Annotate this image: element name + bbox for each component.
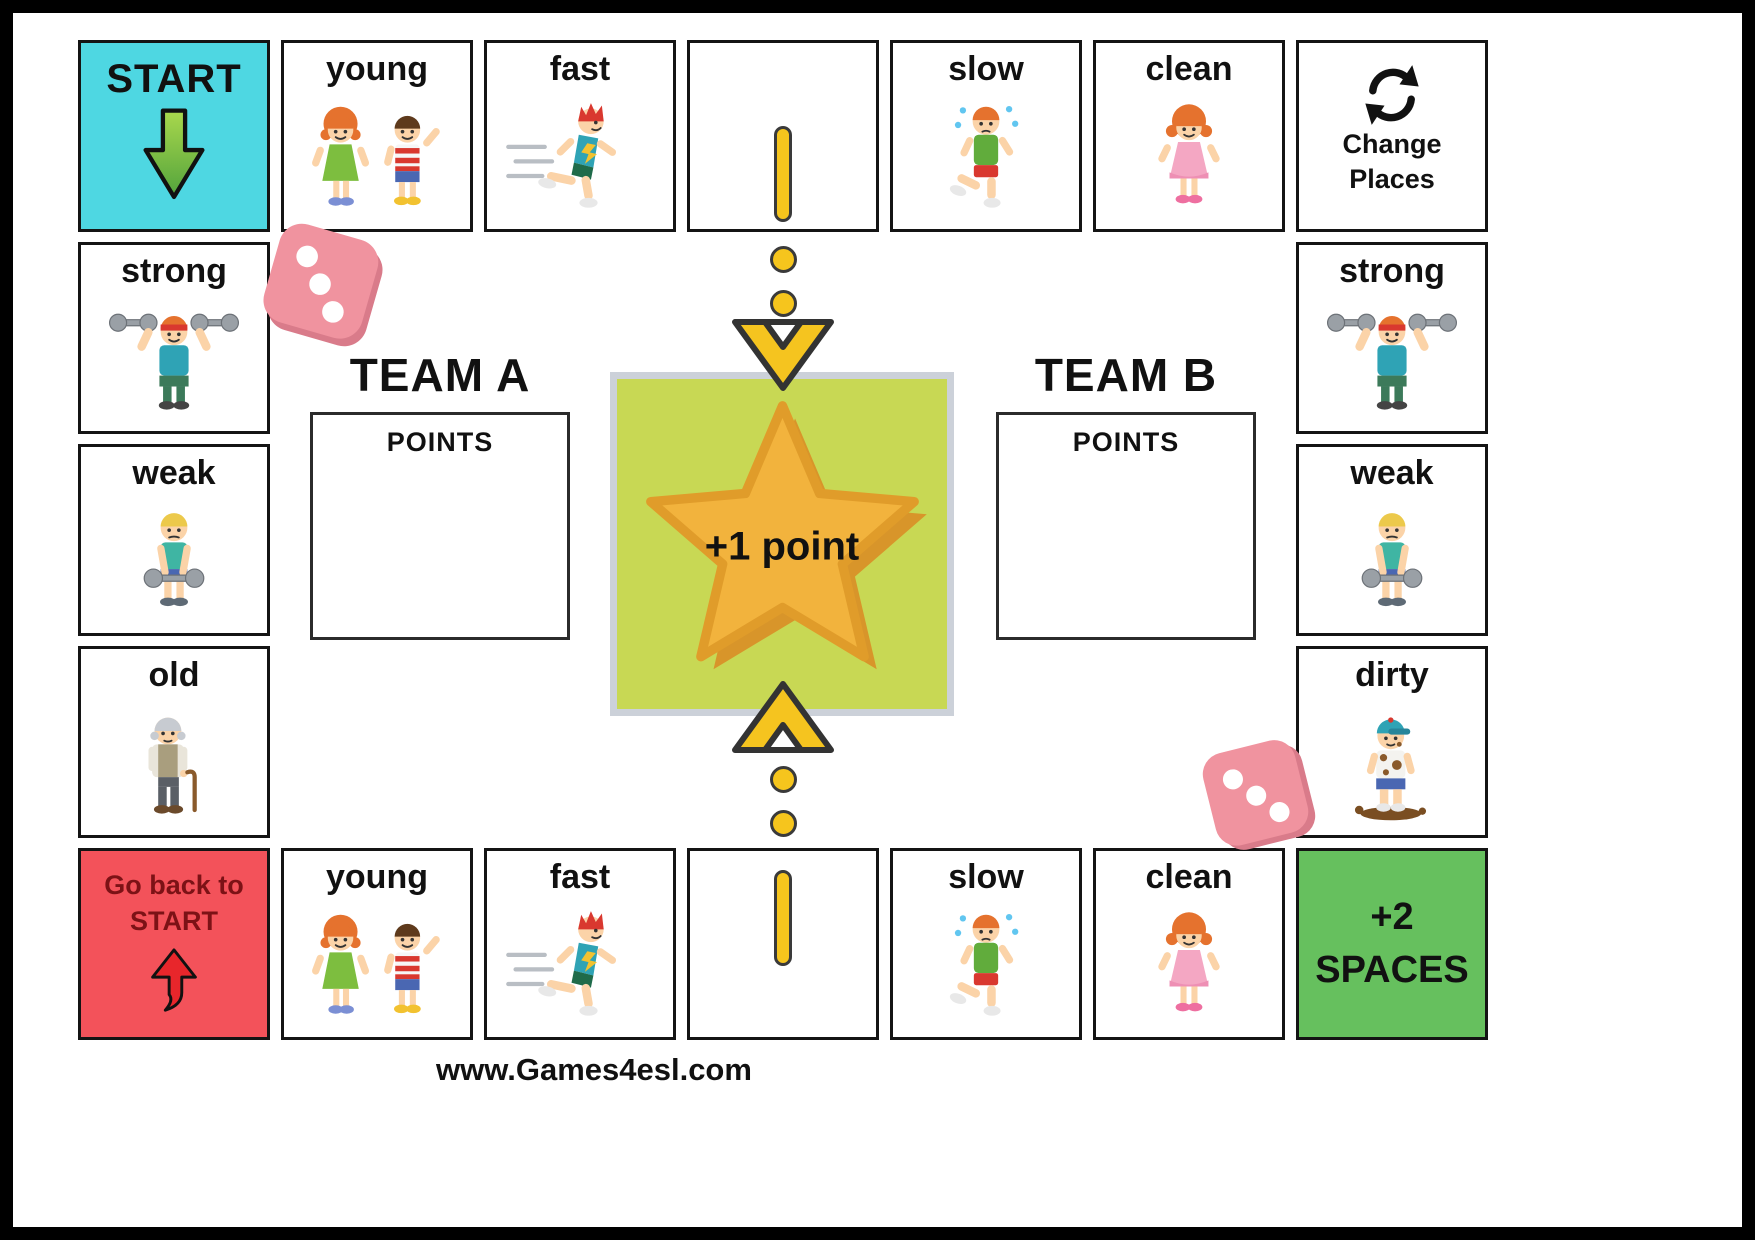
path-bar-icon bbox=[774, 870, 792, 966]
space-label: weak bbox=[132, 454, 216, 492]
go-back-label-line2: START bbox=[130, 906, 218, 937]
space-label: strong bbox=[121, 252, 227, 290]
running-boy-illustration bbox=[501, 900, 659, 1034]
change-places-label-line1: Change bbox=[1342, 129, 1442, 159]
space-label: fast bbox=[549, 50, 611, 88]
space-label: slow bbox=[948, 50, 1024, 88]
space-label: weak bbox=[1350, 454, 1434, 492]
start-down-arrow-icon bbox=[137, 105, 211, 205]
bonus-label: +1 point bbox=[704, 524, 860, 569]
website-url: www.Games4esl.com bbox=[436, 1052, 752, 1087]
space-strong-left[interactable]: strong bbox=[78, 242, 270, 434]
path-dot-icon bbox=[770, 246, 797, 273]
bonus-space[interactable]: +1 point bbox=[610, 372, 954, 716]
chevron-up-icon bbox=[727, 676, 839, 756]
space-dirty-right[interactable]: dirty bbox=[1296, 646, 1488, 838]
space-label: old bbox=[148, 656, 200, 694]
change-places-label-line2: Places bbox=[1349, 164, 1435, 195]
space-label: young bbox=[326, 858, 428, 896]
team-a-points-box[interactable]: POINTS bbox=[310, 412, 570, 640]
space-change-places[interactable]: Change Places bbox=[1296, 40, 1488, 232]
space-label: slow bbox=[948, 858, 1024, 896]
running-boy-illustration bbox=[501, 92, 659, 226]
go-back-label-line1: Go back to bbox=[104, 870, 244, 900]
team-b-title: TEAM B bbox=[1034, 349, 1218, 401]
space-label: fast bbox=[549, 858, 611, 896]
pink-dress-girl-illustration bbox=[1110, 92, 1268, 226]
weak-boy-illustration bbox=[1313, 496, 1471, 630]
sweating-runner-illustration bbox=[907, 900, 1065, 1034]
space-plus-two[interactable]: +2 SPACES bbox=[1296, 848, 1488, 1040]
space-weak-right[interactable]: weak bbox=[1296, 444, 1488, 636]
team-a-points-label: POINTS bbox=[386, 427, 494, 457]
space-young-bottom[interactable]: young bbox=[281, 848, 473, 1040]
space-slow-bottom[interactable]: slow bbox=[890, 848, 1082, 1040]
path-dot-icon bbox=[770, 290, 797, 317]
pink-die-icon[interactable] bbox=[252, 214, 393, 355]
space-label: clean bbox=[1145, 50, 1233, 88]
space-fast-bottom[interactable]: fast bbox=[484, 848, 676, 1040]
space-clean-bottom[interactable]: clean bbox=[1093, 848, 1285, 1040]
sweating-runner-illustration bbox=[907, 92, 1065, 226]
space-go-back-to-start[interactable]: Go back to START bbox=[78, 848, 270, 1040]
two-kids-illustration bbox=[298, 92, 456, 226]
space-label: strong bbox=[1339, 252, 1445, 290]
space-weak-left[interactable]: weak bbox=[78, 444, 270, 636]
space-young-top[interactable]: young bbox=[281, 40, 473, 232]
dumbbell-lifter-illustration bbox=[95, 294, 253, 428]
chevron-down-icon bbox=[727, 316, 839, 396]
two-kids-illustration bbox=[298, 900, 456, 1034]
space-label: clean bbox=[1145, 858, 1233, 896]
path-dot-icon bbox=[770, 766, 797, 793]
weak-boy-illustration bbox=[95, 496, 253, 630]
go-back-up-arrow-icon bbox=[144, 946, 204, 1016]
team-a-title: TEAM A bbox=[349, 349, 531, 401]
swap-arrows-icon bbox=[1359, 63, 1425, 127]
plus-two-label-line1: +2 bbox=[1370, 895, 1414, 938]
space-old-left[interactable]: old bbox=[78, 646, 270, 838]
team-b-points-box[interactable]: POINTS bbox=[996, 412, 1256, 640]
pink-dress-girl-illustration bbox=[1110, 900, 1268, 1034]
space-label: young bbox=[326, 50, 428, 88]
old-man-illustration bbox=[95, 698, 253, 832]
space-label: dirty bbox=[1355, 656, 1429, 694]
dumbbell-lifter-illustration bbox=[1313, 294, 1471, 428]
plus-two-label-line2: SPACES bbox=[1315, 949, 1469, 991]
path-bar-icon bbox=[774, 126, 792, 222]
space-start[interactable]: START bbox=[78, 40, 270, 232]
space-slow-top[interactable]: slow bbox=[890, 40, 1082, 232]
space-fast-top[interactable]: fast bbox=[484, 40, 676, 232]
team-b-points-label: POINTS bbox=[1072, 427, 1180, 457]
path-dot-icon bbox=[770, 810, 797, 837]
space-strong-right[interactable]: strong bbox=[1296, 242, 1488, 434]
start-label: START bbox=[106, 57, 242, 101]
muddy-boy-illustration bbox=[1313, 698, 1471, 832]
space-clean-top[interactable]: clean bbox=[1093, 40, 1285, 232]
